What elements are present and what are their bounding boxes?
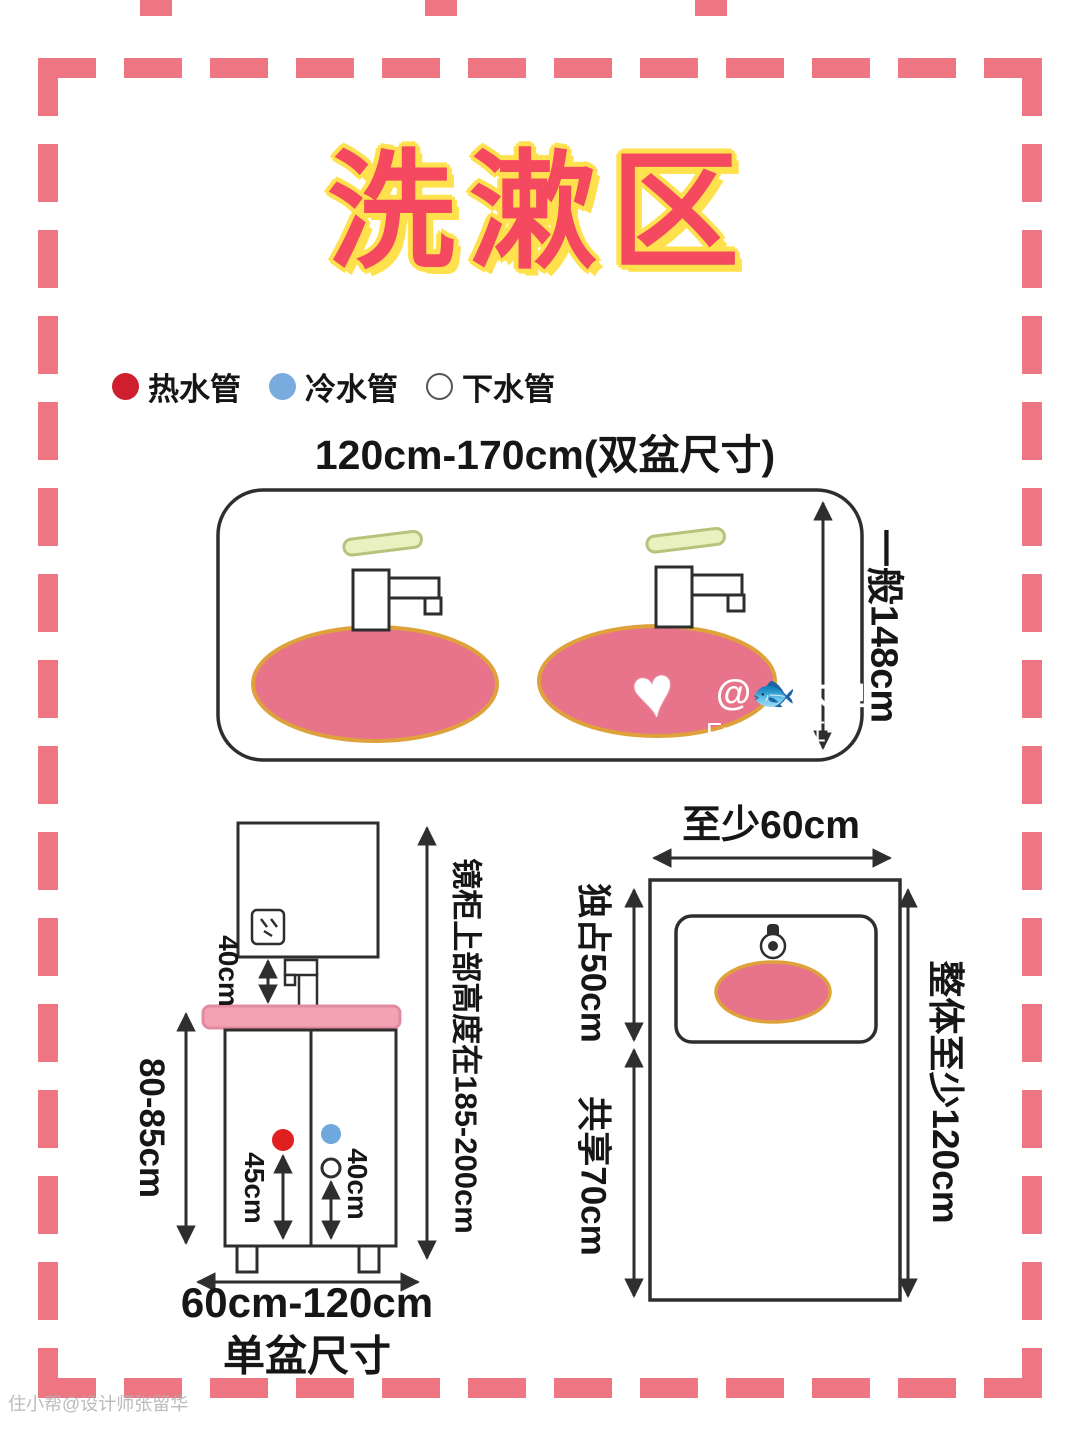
topview-shared-label: 共享70cm <box>573 1096 613 1256</box>
dashed-frame-left <box>38 58 58 1398</box>
cold-pipe-dot <box>321 1124 341 1144</box>
topview-total-label: 整体至少120cm <box>925 960 966 1224</box>
double-basin-height-label: 一般148cm <box>862 528 905 724</box>
left-faucet-icon <box>342 529 443 632</box>
legend-label-cold: 冷水管 <box>305 372 398 407</box>
counter-top <box>201 1004 402 1030</box>
single-basin-width-label: 60cm-120cm <box>180 1279 434 1326</box>
cabinet-height-label: 80-85cm <box>132 1057 171 1199</box>
legend-item-drain-pipe: 下水管 <box>426 364 555 409</box>
mirror-cabinet-note: 镜柜上部高度在185-200cm <box>448 858 484 1234</box>
single-basin-diagram <box>176 821 437 1292</box>
basin-top-view <box>714 960 832 1024</box>
hot-pipe-icon <box>112 373 139 400</box>
drain-height-label: 40cm <box>342 1148 373 1220</box>
hot-pipe-dot <box>272 1129 294 1151</box>
single-basin-caption: 单盆尺寸 <box>222 1332 392 1380</box>
watermark-source: From 小红书 <box>706 717 852 747</box>
frame-dash <box>695 0 727 16</box>
legend-item-hot-pipe: 热水管 <box>112 364 241 409</box>
topview-exclusive-label: 独占50cm <box>573 883 613 1043</box>
top-view-diagram <box>624 848 918 1302</box>
pipe-legend: 热水管 冷水管 下水管 <box>112 364 555 409</box>
cold-pipe-icon <box>269 373 296 400</box>
dashed-frame-top <box>38 58 1042 78</box>
footer-watermark: 住小帮@设计师张留华 <box>8 1394 189 1414</box>
page-title: 洗漱区 <box>326 141 753 284</box>
drain-pipe-icon <box>426 373 453 400</box>
power-socket-icon <box>250 908 286 946</box>
cabinet-leg <box>235 1244 259 1274</box>
legend-label-drain: 下水管 <box>462 372 555 407</box>
watermark-handle: @🐟大鱼 <box>716 672 868 713</box>
double-basin-diagram <box>216 488 864 762</box>
cabinet-leg <box>357 1244 381 1274</box>
mirror-gap-label: 40cm <box>213 935 244 1007</box>
legend-label-hot: 热水管 <box>148 372 241 407</box>
drain-pipe-circle <box>320 1157 342 1179</box>
double-basin-width-label: 120cm-170cm(双盆尺寸) <box>314 432 776 478</box>
left-basin <box>251 625 499 743</box>
single-faucet-icon <box>283 958 319 1008</box>
dashed-frame-bottom <box>38 1378 1042 1398</box>
frame-dash <box>425 0 457 16</box>
topview-depth-label: 至少60cm <box>682 804 860 847</box>
frame-dash <box>140 0 172 16</box>
faucet-top-view-icon <box>759 924 787 960</box>
right-faucet-icon <box>645 526 746 629</box>
legend-item-cold-pipe: 冷水管 <box>269 364 398 409</box>
dashed-frame-right <box>1022 58 1042 1398</box>
hot-pipe-height-label: 45cm <box>239 1152 270 1224</box>
